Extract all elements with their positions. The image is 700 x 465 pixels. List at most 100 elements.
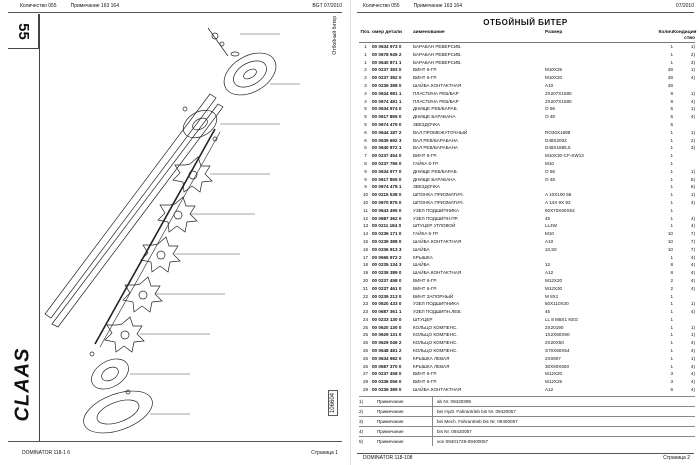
cell-qty: 48 xyxy=(667,82,673,88)
cell-name: ВИНТ 6-ГР. xyxy=(413,285,437,291)
note-label: Примечание xyxy=(377,427,433,436)
note-row: 4) Примечание bis Nr. 09420057 xyxy=(359,426,695,436)
footer-page: Страница 1 xyxy=(311,450,338,456)
cell-pos: 20 xyxy=(362,277,369,283)
cell-qty: 8 xyxy=(670,90,673,96)
col-condition: Кондиция ство xyxy=(673,30,697,41)
col-qty: Колич xyxy=(658,30,673,35)
cell-condition: 4) xyxy=(690,223,695,229)
cell-part-number: 00 0237 458 0 xyxy=(372,277,402,283)
note-text: bei Mech. Fahrantrieb bis Nr. 09400057 xyxy=(437,419,518,424)
note-number: 3) xyxy=(359,419,364,424)
cell-pos: 6 xyxy=(364,137,367,143)
cell-part-number: 00 0640 871 1 xyxy=(372,59,402,65)
cell-pos: 28 xyxy=(362,379,369,385)
cell-pos: 1 xyxy=(364,59,367,65)
cell-size: 2X20X50 xyxy=(545,340,564,346)
page-footer: DOMINATOR 118-1 6 Страница 1 xyxy=(8,441,342,461)
cell-qty: 1 xyxy=(670,324,673,330)
cell-part-number: 00 0237 458 0 xyxy=(372,371,402,377)
cell-size: 2X20190 xyxy=(545,324,564,330)
cell-size: O 56 xyxy=(545,106,555,112)
cell-pos: 23 xyxy=(362,309,369,315)
cell-size xyxy=(545,254,655,262)
cell-qty: 1 xyxy=(670,301,673,307)
header-quantity: Количество 055 xyxy=(20,3,57,9)
cell-size: 2X207X1590 xyxy=(545,90,572,96)
cell-pos: 25 xyxy=(362,324,369,330)
cell-condition: 4) xyxy=(690,363,695,369)
cell-size: 45 xyxy=(545,309,551,315)
cell-pos: 22 xyxy=(362,293,369,299)
cell-qty: 10 xyxy=(667,238,673,244)
cell-qty: 1 xyxy=(670,192,673,198)
cell-pos: 1 xyxy=(364,44,367,49)
cell-condition: 1) xyxy=(690,106,695,112)
note-text: bei Hydr. Fahrantrieb bis Nr. 09420057 xyxy=(437,409,516,414)
cell-size: 1X2X80X90 xyxy=(545,332,570,338)
cell-part-number: 00 0644 187 2 xyxy=(372,129,402,135)
cell-qty: 1 xyxy=(670,340,673,346)
header-date: 07/2010 xyxy=(675,3,694,9)
note-text: bis Nr. 09420057 xyxy=(437,429,472,434)
cell-part-number: 00 0336 056 0 xyxy=(372,379,402,385)
cell-part-number: 00 0239 389 0 xyxy=(372,387,402,393)
cell-condition: 2) xyxy=(690,137,695,143)
note-label: Примечание xyxy=(377,407,433,416)
cell-size: 2X0907 xyxy=(545,355,561,361)
cell-size: 50X70X60X54 xyxy=(545,207,575,213)
cell-part-number: 00 0634 974 0 xyxy=(372,106,402,112)
cell-part-number: 00 0687 362 0 xyxy=(372,215,402,221)
cell-part-number: 00 0665 972 2 xyxy=(372,254,402,260)
cell-name: ДНИЩЕ РЕБ/БАРАБ. xyxy=(413,106,458,112)
cell-size: LL4W xyxy=(545,223,558,229)
cell-condition: 1) xyxy=(690,129,695,135)
cell-condition xyxy=(673,293,695,301)
cell-condition: 4) xyxy=(690,387,695,393)
cell-condition: 4) xyxy=(690,379,695,385)
cell-name: КОЛЬЦО КОМПЕНС. xyxy=(413,340,458,346)
cell-name: БАРАБАН РЕВЕРСИВ. xyxy=(413,59,462,65)
cell-qty: 1 xyxy=(670,59,673,65)
cell-qty: 8 xyxy=(670,262,673,268)
cell-size xyxy=(545,51,655,59)
cell-pos: 1 xyxy=(364,51,367,57)
cell-name: УЗЕЛ ПОДШИПНИКА xyxy=(413,207,460,213)
cell-pos: 26 xyxy=(362,355,369,361)
cell-name: КОЛЬЦО КОМПЕНС. xyxy=(413,324,458,330)
cell-name: УЗЕЛ ПОДШИПНИКА xyxy=(413,301,460,307)
cell-pos: 26 xyxy=(362,363,369,369)
header-date: BGT 07/2010 xyxy=(312,3,342,9)
cell-name: ШАЙБА xyxy=(413,246,430,252)
diagram-page: Количество 055 Примечание 163 164 BGT 07… xyxy=(8,3,342,461)
drive-shaft xyxy=(94,128,221,348)
cell-pos: 12 xyxy=(362,215,369,221)
cell-pos: 16 xyxy=(362,246,369,252)
cell-pos: 3 xyxy=(364,82,367,88)
cell-qty: 5 xyxy=(670,121,673,127)
cell-part-number: 00 0674 478 1 xyxy=(372,184,402,190)
cell-condition: 4) xyxy=(690,277,695,283)
cell-size: O 56 xyxy=(545,168,555,174)
footer-model: DOMINATOR 118-1 6 xyxy=(22,450,71,456)
cell-pos: 21 xyxy=(362,285,369,291)
cell-name: ШАЙБА КОНТАКТНАЯ xyxy=(413,270,462,276)
note-number: 4) xyxy=(359,429,364,434)
cell-size: D48X1885,5 xyxy=(545,145,571,151)
cell-pos: 14 xyxy=(362,231,369,237)
cell-condition: 4) xyxy=(690,371,695,377)
cell-condition: 4) xyxy=(690,75,695,81)
cell-qty: 8 xyxy=(670,270,673,276)
cell-part-number: 00 0620 433 0 xyxy=(372,301,402,307)
cell-size: M12X30 xyxy=(545,285,563,291)
